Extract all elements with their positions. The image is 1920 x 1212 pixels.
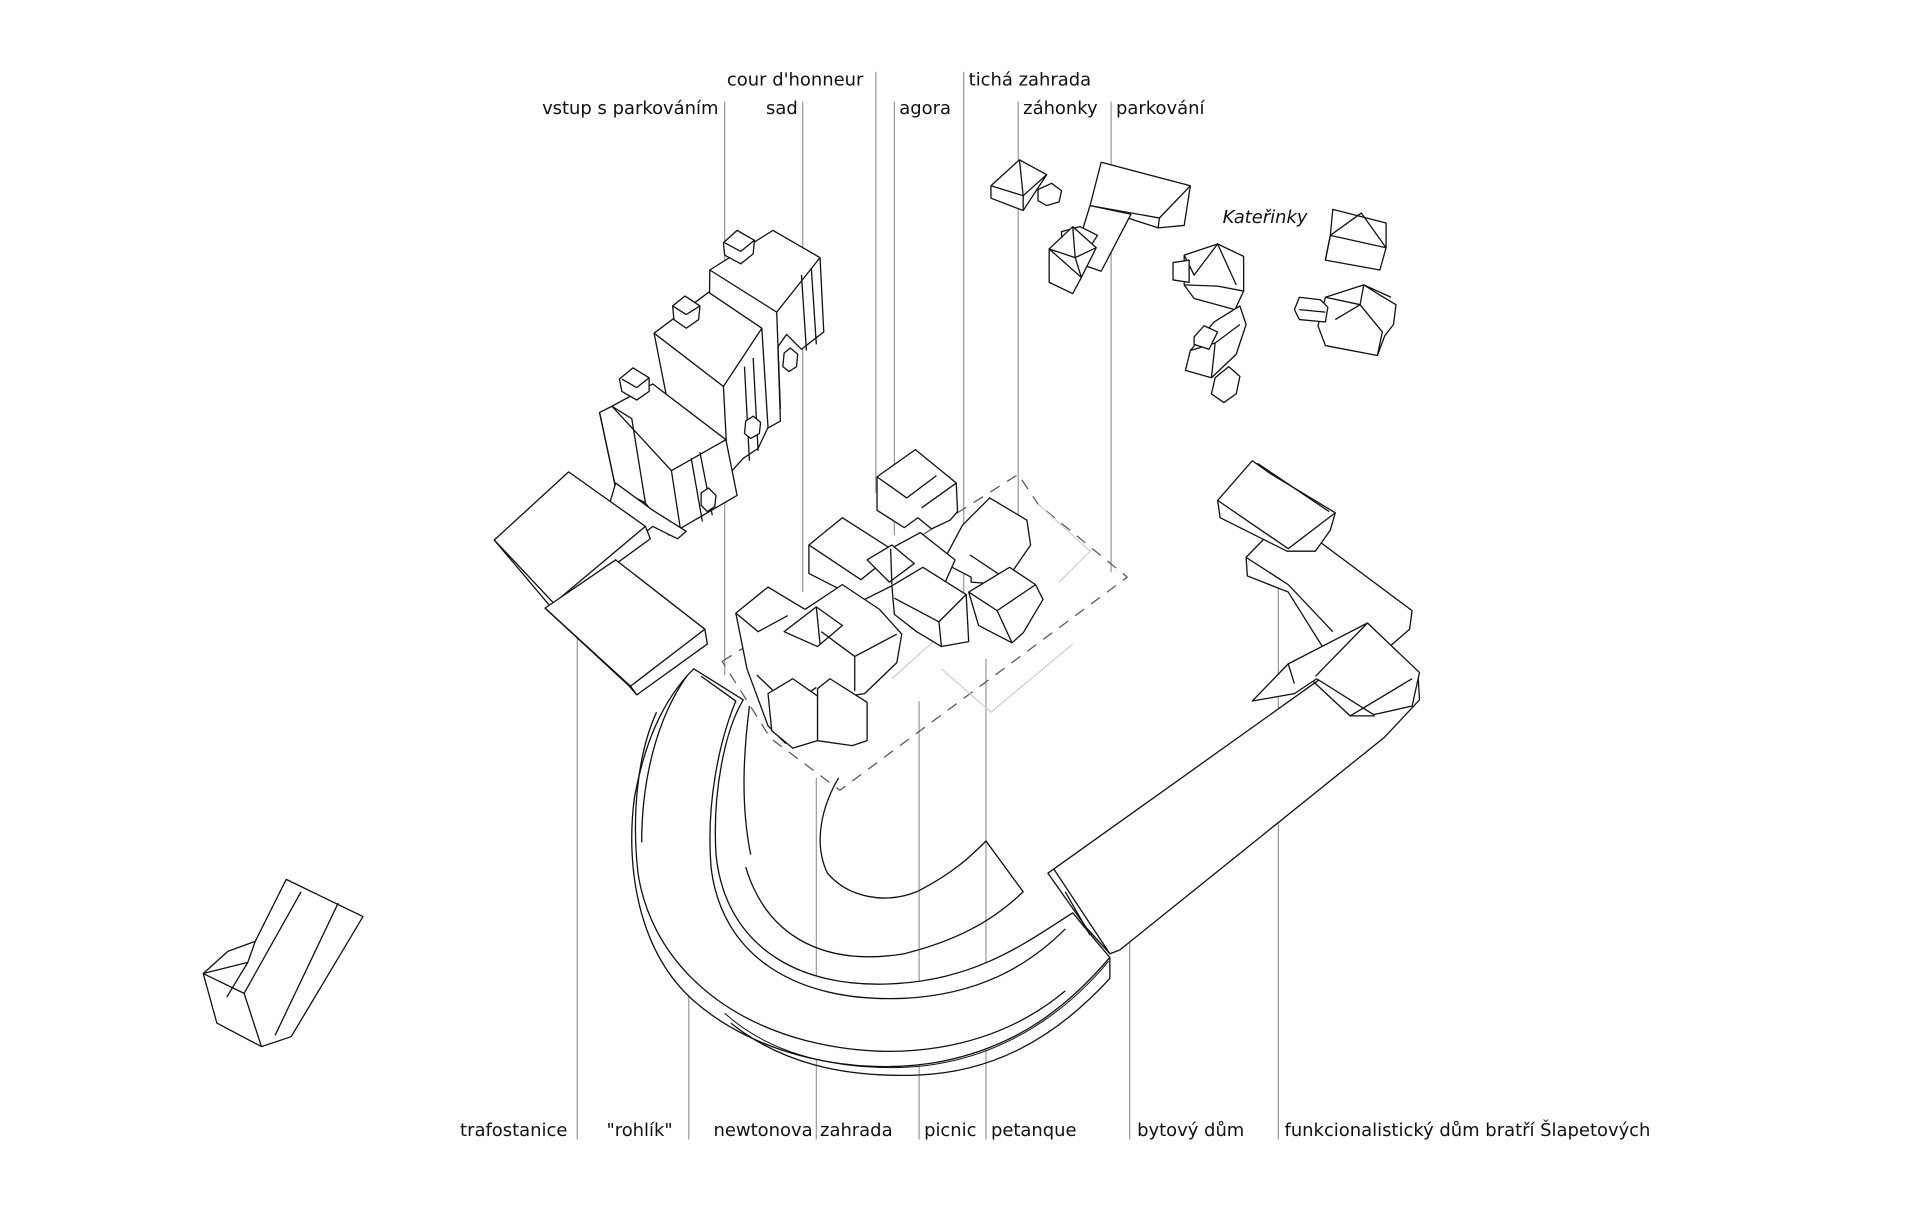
l-building xyxy=(1048,161,1192,295)
house xyxy=(1324,208,1387,271)
bottom-labels: trafostanice "rohlík" newtonova zahrada … xyxy=(460,1119,1650,1141)
katerinky-houses xyxy=(990,159,1397,404)
label-katerinky: Kateřinky xyxy=(1223,207,1308,228)
label-funkc: funkcionalistický dům bratří Šlapetových xyxy=(1285,1119,1651,1141)
house xyxy=(1184,305,1247,404)
label-vstup: vstup s parkováním xyxy=(542,98,718,119)
right-blocks xyxy=(1216,460,1421,717)
site-outline xyxy=(721,473,1129,791)
label-cour: cour d'honneur xyxy=(727,69,864,90)
house xyxy=(1293,283,1397,357)
label-trafostanice: trafostanice xyxy=(460,1120,567,1141)
house xyxy=(1172,242,1245,311)
stepped-slabs xyxy=(598,229,825,536)
top-labels: vstup s parkováním cour d'honneur sad ag… xyxy=(542,69,1205,118)
label-zahrada: zahrada xyxy=(820,1120,893,1141)
lone-building xyxy=(202,878,364,1048)
label-zahonky: záhonky xyxy=(1023,98,1098,119)
house xyxy=(990,159,1063,212)
label-ticha: tichá zahrada xyxy=(969,69,1091,90)
label-rohlik: "rohlík" xyxy=(606,1120,672,1141)
label-picnic: picnic xyxy=(924,1120,976,1141)
label-parkovani: parkování xyxy=(1116,98,1205,119)
left-blocks xyxy=(493,471,708,696)
label-sad: sad xyxy=(766,98,798,119)
label-newtonova: newtonova xyxy=(714,1120,813,1141)
label-petanque: petanque xyxy=(991,1120,1077,1141)
label-agora: agora xyxy=(899,98,951,119)
pavilions xyxy=(721,448,1129,791)
rohlik-building xyxy=(631,644,1421,1077)
label-bytovy: bytový dům xyxy=(1137,1120,1244,1141)
